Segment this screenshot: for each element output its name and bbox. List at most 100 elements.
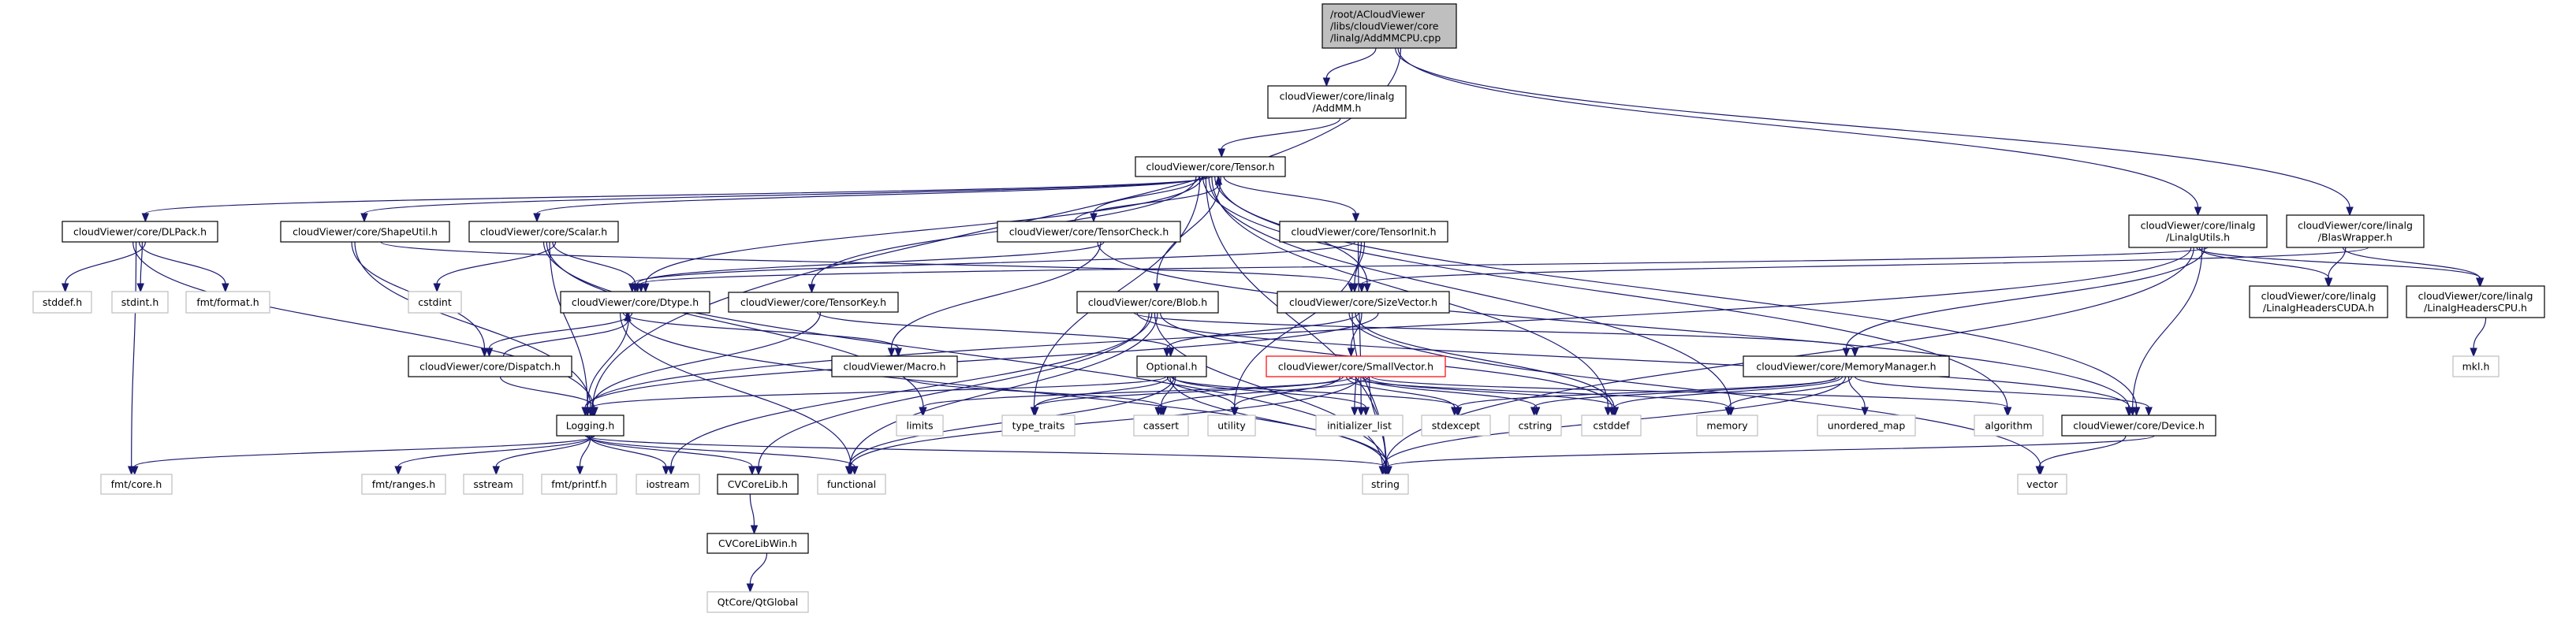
node-cstddef[interactable]: cstddef [1581,414,1642,437]
node-iostream[interactable]: iostream [636,474,700,495]
node-memory[interactable]: memory [1696,414,1758,437]
node-logging[interactable]: Logging.h [556,414,624,437]
node-lhcpu[interactable]: cloudViewer/core/linalg/LinalgHeadersCPU… [2406,285,2545,318]
node-macro[interactable]: cloudViewer/Macro.h [831,355,958,377]
node-dispatch[interactable]: cloudViewer/core/Dispatch.h [408,355,572,377]
edge-arrowhead [628,283,636,293]
node-box [408,291,462,314]
node-box [463,474,524,495]
node-blaswrapper[interactable]: cloudViewer/core/linalg/BlasWrapper.h [2286,214,2425,248]
node-stdexcept[interactable]: stdexcept [1421,414,1491,437]
node-smallvector[interactable]: cloudViewer/core/SmallVector.h [1266,355,1446,377]
edge-addmm-to-tensor [1217,117,1341,158]
node-label: sstream [473,478,513,490]
node-tensorkey[interactable]: cloudViewer/core/TensorKey.h [728,292,899,313]
edge-line [2198,247,2330,279]
edge-arrowhead [851,466,859,476]
edge-line [903,376,1164,408]
node-label: cstdint [418,296,452,308]
node-box [728,292,899,313]
node-box [636,474,700,495]
edge-line [1345,376,1456,408]
edge-line [622,312,899,349]
edge-arrowhead [2194,206,2202,217]
edge-smallvector-to-algorithm [1370,376,2012,417]
node-functional[interactable]: functional [817,474,886,495]
node-qtglobal[interactable]: QtCore/QtGlobal [706,591,809,613]
node-limits[interactable]: limits [896,414,944,437]
edge-line [1351,312,1386,467]
edge-device-to-string [1384,435,2155,476]
edge-line [2342,247,2481,279]
edge-line [620,312,852,467]
node-dlpack[interactable]: cloudViewer/core/DLPack.h [62,221,218,243]
node-label: cloudViewer/core/ShapeUtil.h [293,226,438,238]
edge-line [536,176,1206,214]
node-label: Optional.h [1146,361,1198,373]
node-device[interactable]: cloudViewer/core/Device.h [2061,414,2216,437]
node-memorymanager[interactable]: cloudViewer/core/MemoryManager.h [1743,355,1950,377]
node-tensorcheck[interactable]: cloudViewer/core/TensorCheck.h [997,221,1181,243]
node-type_traits[interactable]: type_traits [1001,414,1076,437]
node-stddef_h[interactable]: stddef.h [32,291,92,314]
edge-line [131,241,137,467]
node-root[interactable]: /root/ACloudViewer/libs/cloudViewer/core… [1322,3,1457,49]
node-tensorinit[interactable]: cloudViewer/core/TensorInit.h [1279,221,1448,243]
node-unordered_map[interactable]: unordered_map [1817,414,1916,437]
node-label: mkl.h [2462,361,2490,373]
node-linalgutils[interactable]: cloudViewer/core/linalg/LinalgUtils.h [2128,214,2268,248]
edge-arrowhead [667,466,675,476]
edge-arrowhead [2035,466,2044,476]
node-sstream[interactable]: sstream [463,474,524,495]
edge-arrowhead [1357,407,1365,417]
node-label: cloudViewer/core/SmallVector.h [1278,361,1433,373]
node-box [1315,414,1404,437]
node-cvcorelib[interactable]: CVCoreLib.h [717,474,799,495]
node-fmtformat[interactable]: fmt/format.h [185,291,270,314]
node-box [706,591,809,613]
node-label: cloudViewer/core/TensorCheck.h [1009,226,1169,238]
edge-line [144,176,1212,214]
edge-arrowhead [533,213,541,223]
edge-root-to-addmm [1322,47,1377,87]
node-scalar[interactable]: cloudViewer/core/Scalar.h [468,221,619,243]
node-lhcuda[interactable]: cloudViewer/core/linalg/LinalgHeadersCUD… [2249,285,2388,318]
node-cassert[interactable]: cassert [1133,414,1189,437]
node-stdint_h[interactable]: stdint.h [111,291,169,314]
node-box [468,221,619,243]
node-addmm[interactable]: cloudViewer/core/linalg/AddMM.h [1267,85,1407,119]
node-vector[interactable]: vector [2017,474,2067,495]
node-tensor[interactable]: cloudViewer/core/Tensor.h [1135,156,1286,177]
node-fmtcore[interactable]: fmt/core.h [100,474,173,495]
edge-logging-to-sstream [492,435,593,476]
edge-arrowhead [637,283,645,293]
node-cstring[interactable]: cstring [1508,414,1562,437]
node-fmtprintf[interactable]: fmt/printf.h [541,474,617,495]
node-initializer_list[interactable]: initializer_list [1315,414,1404,437]
edge-logging-to-fmtcore [131,435,595,476]
edge-line [1456,376,1840,408]
edge-arrowhead [1351,213,1360,223]
edge-line [922,376,1354,408]
edge-line [1534,376,1837,408]
node-box [32,291,92,314]
node-sizevector[interactable]: cloudViewer/core/SizeVector.h [1277,291,1450,314]
edge-line [1205,176,1387,467]
node-optional[interactable]: Optional.h [1136,355,1207,377]
node-shapeutil[interactable]: cloudViewer/core/ShapeUtil.h [280,221,450,243]
node-cstdint[interactable]: cstdint [408,291,462,314]
edge-arrowhead [1362,407,1370,417]
node-dtype[interactable]: cloudViewer/core/Dtype.h [560,291,710,314]
node-box [1696,414,1758,437]
edge-optional-to-initializer_list [1172,376,1370,417]
node-mkl[interactable]: mkl.h [2452,355,2500,377]
node-fmtranges[interactable]: fmt/ranges.h [361,474,446,495]
node-cvcorelibwin[interactable]: CVCoreLibWin.h [706,533,809,554]
node-utility[interactable]: utility [1207,414,1256,437]
node-algorithm[interactable]: algorithm [1974,414,2044,437]
edge-tensor-to-shapeutil [360,176,1209,223]
edge-scalar-to-dtype [552,241,639,293]
node-string[interactable]: string [1362,474,1409,495]
edge-arrowhead [2324,277,2332,288]
node-blob[interactable]: cloudViewer/core/Blob.h [1076,291,1219,314]
